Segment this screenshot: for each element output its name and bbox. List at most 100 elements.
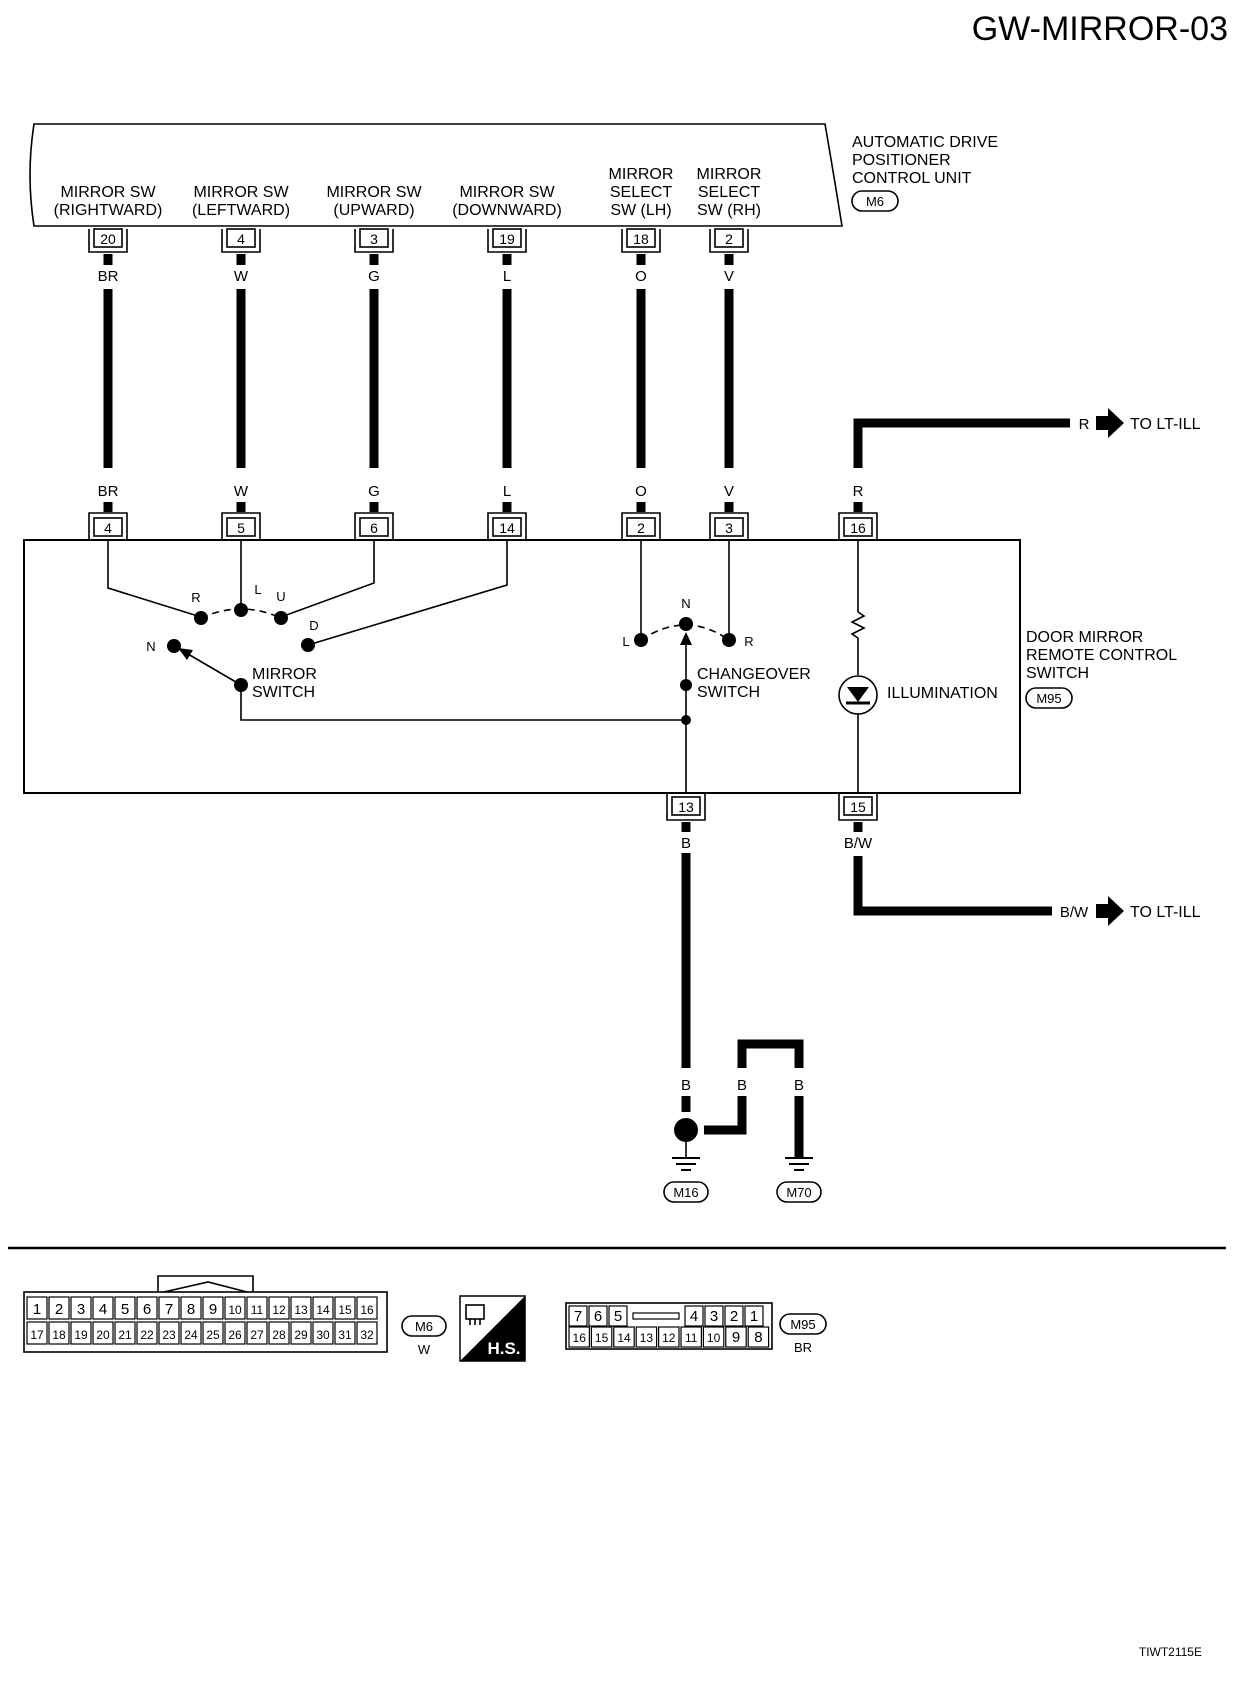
circuit-6-label-c: SW (RH) xyxy=(697,202,761,219)
svg-text:16: 16 xyxy=(360,1303,374,1317)
m95-terminal-8: 8 xyxy=(747,1326,770,1348)
wire-bw-to-lt-ill: B/W B/W TO LT-ILL xyxy=(844,822,1201,926)
svg-text:R: R xyxy=(1079,416,1090,433)
svg-text:16: 16 xyxy=(573,1331,587,1345)
mirror-contact-u: U xyxy=(276,589,285,604)
m6-terminal-3: 3 xyxy=(70,1296,92,1320)
svg-text:B: B xyxy=(737,1077,747,1094)
circuit-3-label-a: MIRROR SW xyxy=(326,184,422,201)
lt-ill-destination-1: TO LT-ILL xyxy=(1130,416,1201,433)
m6-terminal-14: 14 xyxy=(312,1296,334,1320)
sw-pin-2: 2 xyxy=(621,512,661,540)
svg-text:5: 5 xyxy=(237,520,245,536)
svg-text:O: O xyxy=(635,483,647,500)
svg-text:6: 6 xyxy=(594,1308,602,1325)
sw-pin-13: 13 xyxy=(666,793,706,821)
m6-terminal-24: 24 xyxy=(180,1321,202,1345)
circuit-6-label-a: MIRROR xyxy=(697,166,762,183)
svg-text:14: 14 xyxy=(316,1303,330,1317)
sw-pin-15: 15 xyxy=(838,793,878,821)
svg-text:R: R xyxy=(853,483,864,500)
svg-text:3: 3 xyxy=(77,1301,85,1318)
svg-text:9: 9 xyxy=(732,1329,740,1346)
sw-pin-14: 14 xyxy=(487,512,527,540)
mirror-contact-r: R xyxy=(191,590,200,605)
wire-o: OO xyxy=(635,254,647,512)
svg-text:27: 27 xyxy=(250,1328,264,1342)
svg-text:13: 13 xyxy=(294,1303,308,1317)
hs-badge: H.S. xyxy=(459,1295,526,1362)
wire-b-ground: B B B B xyxy=(672,822,813,1171)
svg-text:10: 10 xyxy=(228,1303,242,1317)
svg-text:5: 5 xyxy=(614,1308,622,1325)
svg-text:B: B xyxy=(681,1077,691,1094)
mirror-switch-label-a: MIRROR xyxy=(252,666,317,683)
sw-pin-16: 16 xyxy=(838,512,878,540)
sw-pin-3: 3 xyxy=(709,512,749,540)
changeover-contact-l: L xyxy=(622,634,629,649)
m6-terminal-26: 26 xyxy=(224,1321,246,1345)
circuit-1-label-b: (RIGHTWARD) xyxy=(54,202,163,219)
m6-terminal-13: 13 xyxy=(290,1296,312,1320)
m95-terminal-3: 3 xyxy=(704,1305,724,1327)
m6-terminal-15: 15 xyxy=(334,1296,356,1320)
m95-terminal-13: 13 xyxy=(635,1326,658,1348)
svg-text:M16: M16 xyxy=(673,1185,698,1200)
svg-text:W: W xyxy=(234,268,249,285)
svg-text:W: W xyxy=(418,1342,431,1357)
circuit-5-label-b: SELECT xyxy=(610,184,672,201)
m6-terminal-11: 11 xyxy=(246,1296,268,1320)
wire-g: GG xyxy=(368,254,380,512)
switch-unit-connector-tag: M95 xyxy=(1025,687,1073,709)
m95-terminal-1: 1 xyxy=(744,1305,764,1327)
m95-terminal-7: 7 xyxy=(568,1305,588,1327)
m6-terminal-6: 6 xyxy=(136,1296,158,1320)
svg-text:L: L xyxy=(503,483,511,500)
m6-terminal-29: 29 xyxy=(290,1321,312,1345)
m95-terminal-2: 2 xyxy=(724,1305,744,1327)
page-title: GW-MIRROR-03 xyxy=(972,10,1228,48)
m6-terminal-2: 2 xyxy=(48,1296,70,1320)
adp-unit-label-line-3: CONTROL UNIT xyxy=(852,170,972,187)
m6-terminal-9: 9 xyxy=(202,1296,224,1320)
svg-text:16: 16 xyxy=(850,520,866,536)
m95-terminal-15: 15 xyxy=(590,1326,613,1348)
m6-terminal-17: 17 xyxy=(26,1321,48,1345)
adp-unit-label-line-1: AUTOMATIC DRIVE xyxy=(852,134,998,151)
svg-text:M70: M70 xyxy=(786,1185,811,1200)
switch-unit-label-line-2: REMOTE CONTROL xyxy=(1026,647,1177,664)
m6-terminal-27: 27 xyxy=(246,1321,268,1345)
svg-text:B: B xyxy=(681,835,691,852)
svg-text:20: 20 xyxy=(96,1328,110,1342)
svg-text:V: V xyxy=(724,268,734,285)
changeover-contact-n: N xyxy=(681,596,690,611)
svg-text:4: 4 xyxy=(99,1301,107,1318)
switch-unit-label-line-1: DOOR MIRROR xyxy=(1026,629,1143,646)
svg-text:BR: BR xyxy=(98,268,119,285)
m95-key-slot xyxy=(632,1312,680,1320)
svg-text:B: B xyxy=(794,1077,804,1094)
svg-text:17: 17 xyxy=(30,1328,44,1342)
svg-text:23: 23 xyxy=(162,1328,176,1342)
m6-terminal-19: 19 xyxy=(70,1321,92,1345)
svg-text:4: 4 xyxy=(237,231,245,247)
changeover-contact-r: R xyxy=(744,634,753,649)
m6-terminal-30: 30 xyxy=(312,1321,334,1345)
circuit-5-label-c: SW (LH) xyxy=(610,202,671,219)
svg-text:8: 8 xyxy=(754,1329,762,1346)
svg-text:19: 19 xyxy=(74,1328,88,1342)
m6-terminal-20: 20 xyxy=(92,1321,114,1345)
circuit-5-label-a: MIRROR xyxy=(609,166,674,183)
svg-text:12: 12 xyxy=(662,1331,676,1345)
svg-text:B/W: B/W xyxy=(1060,904,1089,921)
svg-text:W: W xyxy=(234,483,249,500)
svg-text:29: 29 xyxy=(294,1328,308,1342)
svg-text:M95: M95 xyxy=(1036,691,1061,706)
svg-text:11: 11 xyxy=(685,1331,698,1345)
adp-pin-18: 18 xyxy=(621,228,661,253)
svg-text:14: 14 xyxy=(617,1331,631,1345)
m95-terminal-9: 9 xyxy=(725,1326,747,1348)
